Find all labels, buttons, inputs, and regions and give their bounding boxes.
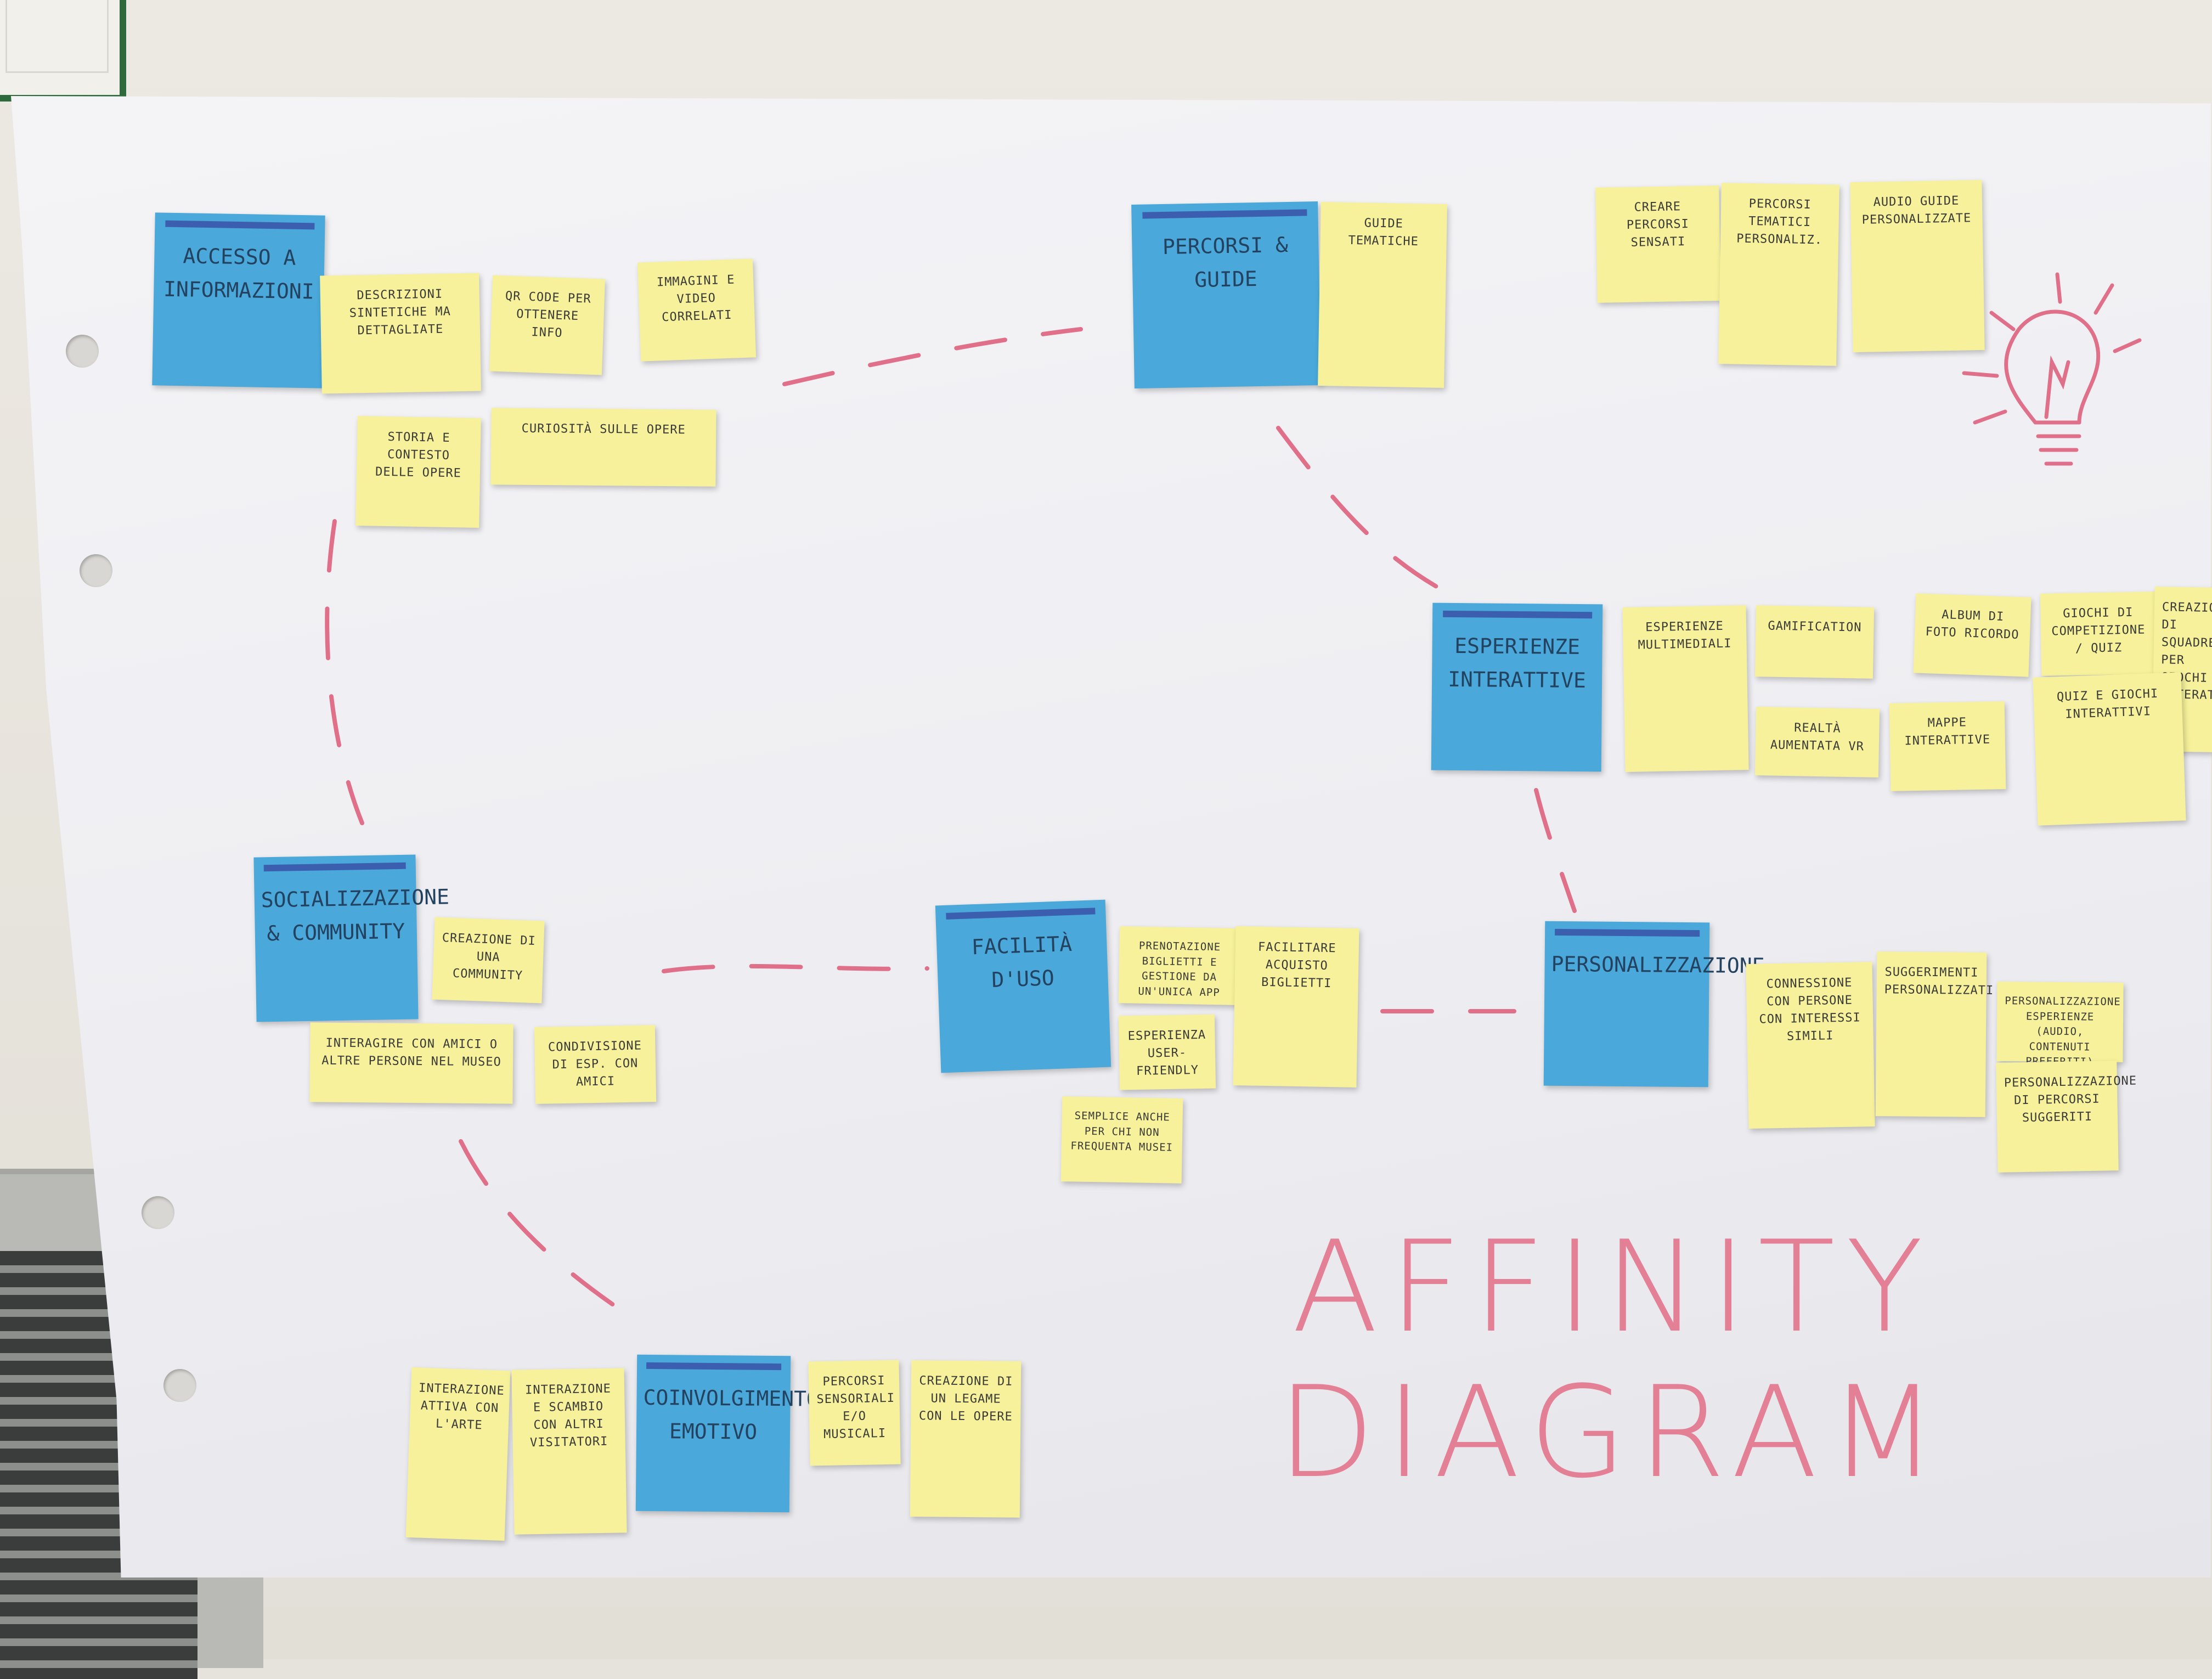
- paper-hole: [163, 1369, 196, 1402]
- sticky-note: Storia e contesto delle opere: [356, 416, 481, 528]
- sticky-note: QR code per ottenere info: [489, 275, 605, 375]
- sticky-note: Esperienze multimediali: [1622, 605, 1749, 772]
- paper-hole: [80, 554, 112, 587]
- group-header-coinvolgimento: Coinvolgimento Emotivo: [635, 1354, 819, 1513]
- group-header-percorsi: Percorsi & Guide: [1131, 201, 1321, 388]
- lightbulb-icon: [1962, 272, 2142, 466]
- sticky-note: Semplice anche per chi non frequenta mus…: [1060, 1096, 1183, 1184]
- paper-hole: [142, 1196, 174, 1229]
- sticky-note: Interagire con amici o altre persone nel…: [309, 1022, 514, 1104]
- sticky-note: Guide tematiche: [1318, 202, 1447, 388]
- sticky-note: Realtà aumentata VR: [1754, 707, 1880, 777]
- sticky-note: Album di foto ricordo: [1913, 593, 2032, 677]
- group-header-esperienze: Esperienze Interattive: [1431, 602, 1603, 772]
- group-header-facilita: Facilità d'uso: [935, 899, 1111, 1073]
- sticky-note: Prenotazione biglietti e gestione da un'…: [1118, 926, 1241, 1005]
- sticky-note: Creare percorsi sensati: [1595, 185, 1721, 303]
- sticky-note: Connessione con persone con interessi si…: [1746, 962, 1875, 1129]
- sticky-note: Descrizioni sintetiche ma dettagliate: [320, 273, 481, 394]
- sticky-note: Interazione e scambio con altri visitato…: [511, 1368, 627, 1535]
- title-line-1: AFFINITY: [1291, 1214, 1934, 1361]
- sticky-note: Mappe interattive: [1889, 701, 2006, 791]
- sticky-note: Suggerimenti personalizzati: [1875, 951, 1994, 1117]
- sticky-note: Creazione di una community: [432, 917, 545, 1004]
- wall-frame: [0, 0, 126, 102]
- sticky-note: Giochi di competizione / quiz: [2040, 591, 2157, 676]
- sticky-note: Creazione di un legame con le opere: [910, 1360, 1022, 1518]
- sticky-note: Personalizzazione esperienze (audio, con…: [1996, 981, 2124, 1068]
- group-header-personalizzazione: Personalizzazione: [1543, 921, 1765, 1088]
- sticky-note: Gamification: [1754, 605, 1875, 679]
- group-header-accesso: Accesso A Informazioni: [152, 212, 325, 388]
- paper-hole: [66, 335, 99, 368]
- group-header-socializzazione: Socializzazione & Community: [253, 854, 449, 1022]
- sticky-note: Quiz e giochi interattivi: [2033, 672, 2186, 826]
- sticky-note: Condivisione di esp. con amici: [534, 1025, 657, 1104]
- sticky-note: Personalizzazione di percorsi suggeriti: [1996, 1061, 2137, 1173]
- sticky-note: Esperienza user-friendly: [1118, 1014, 1216, 1090]
- sticky-note: Percorsi tematici personaliz.: [1718, 183, 1839, 366]
- sticky-note: Curiosità sulle opere: [490, 408, 716, 487]
- sticky-note: Interazione attiva con l'arte: [405, 1367, 511, 1541]
- sticky-note: Facilitare acquisto biglietti: [1233, 926, 1359, 1088]
- title-line-2: DIAGRAM: [1277, 1359, 1949, 1506]
- sticky-note: Immagini e video correlati: [637, 258, 757, 362]
- diagram-title: AFFINITY DIAGRAM: [1251, 1215, 1975, 1506]
- sticky-note: Percorsi sensoriali e/o musicali: [808, 1360, 901, 1466]
